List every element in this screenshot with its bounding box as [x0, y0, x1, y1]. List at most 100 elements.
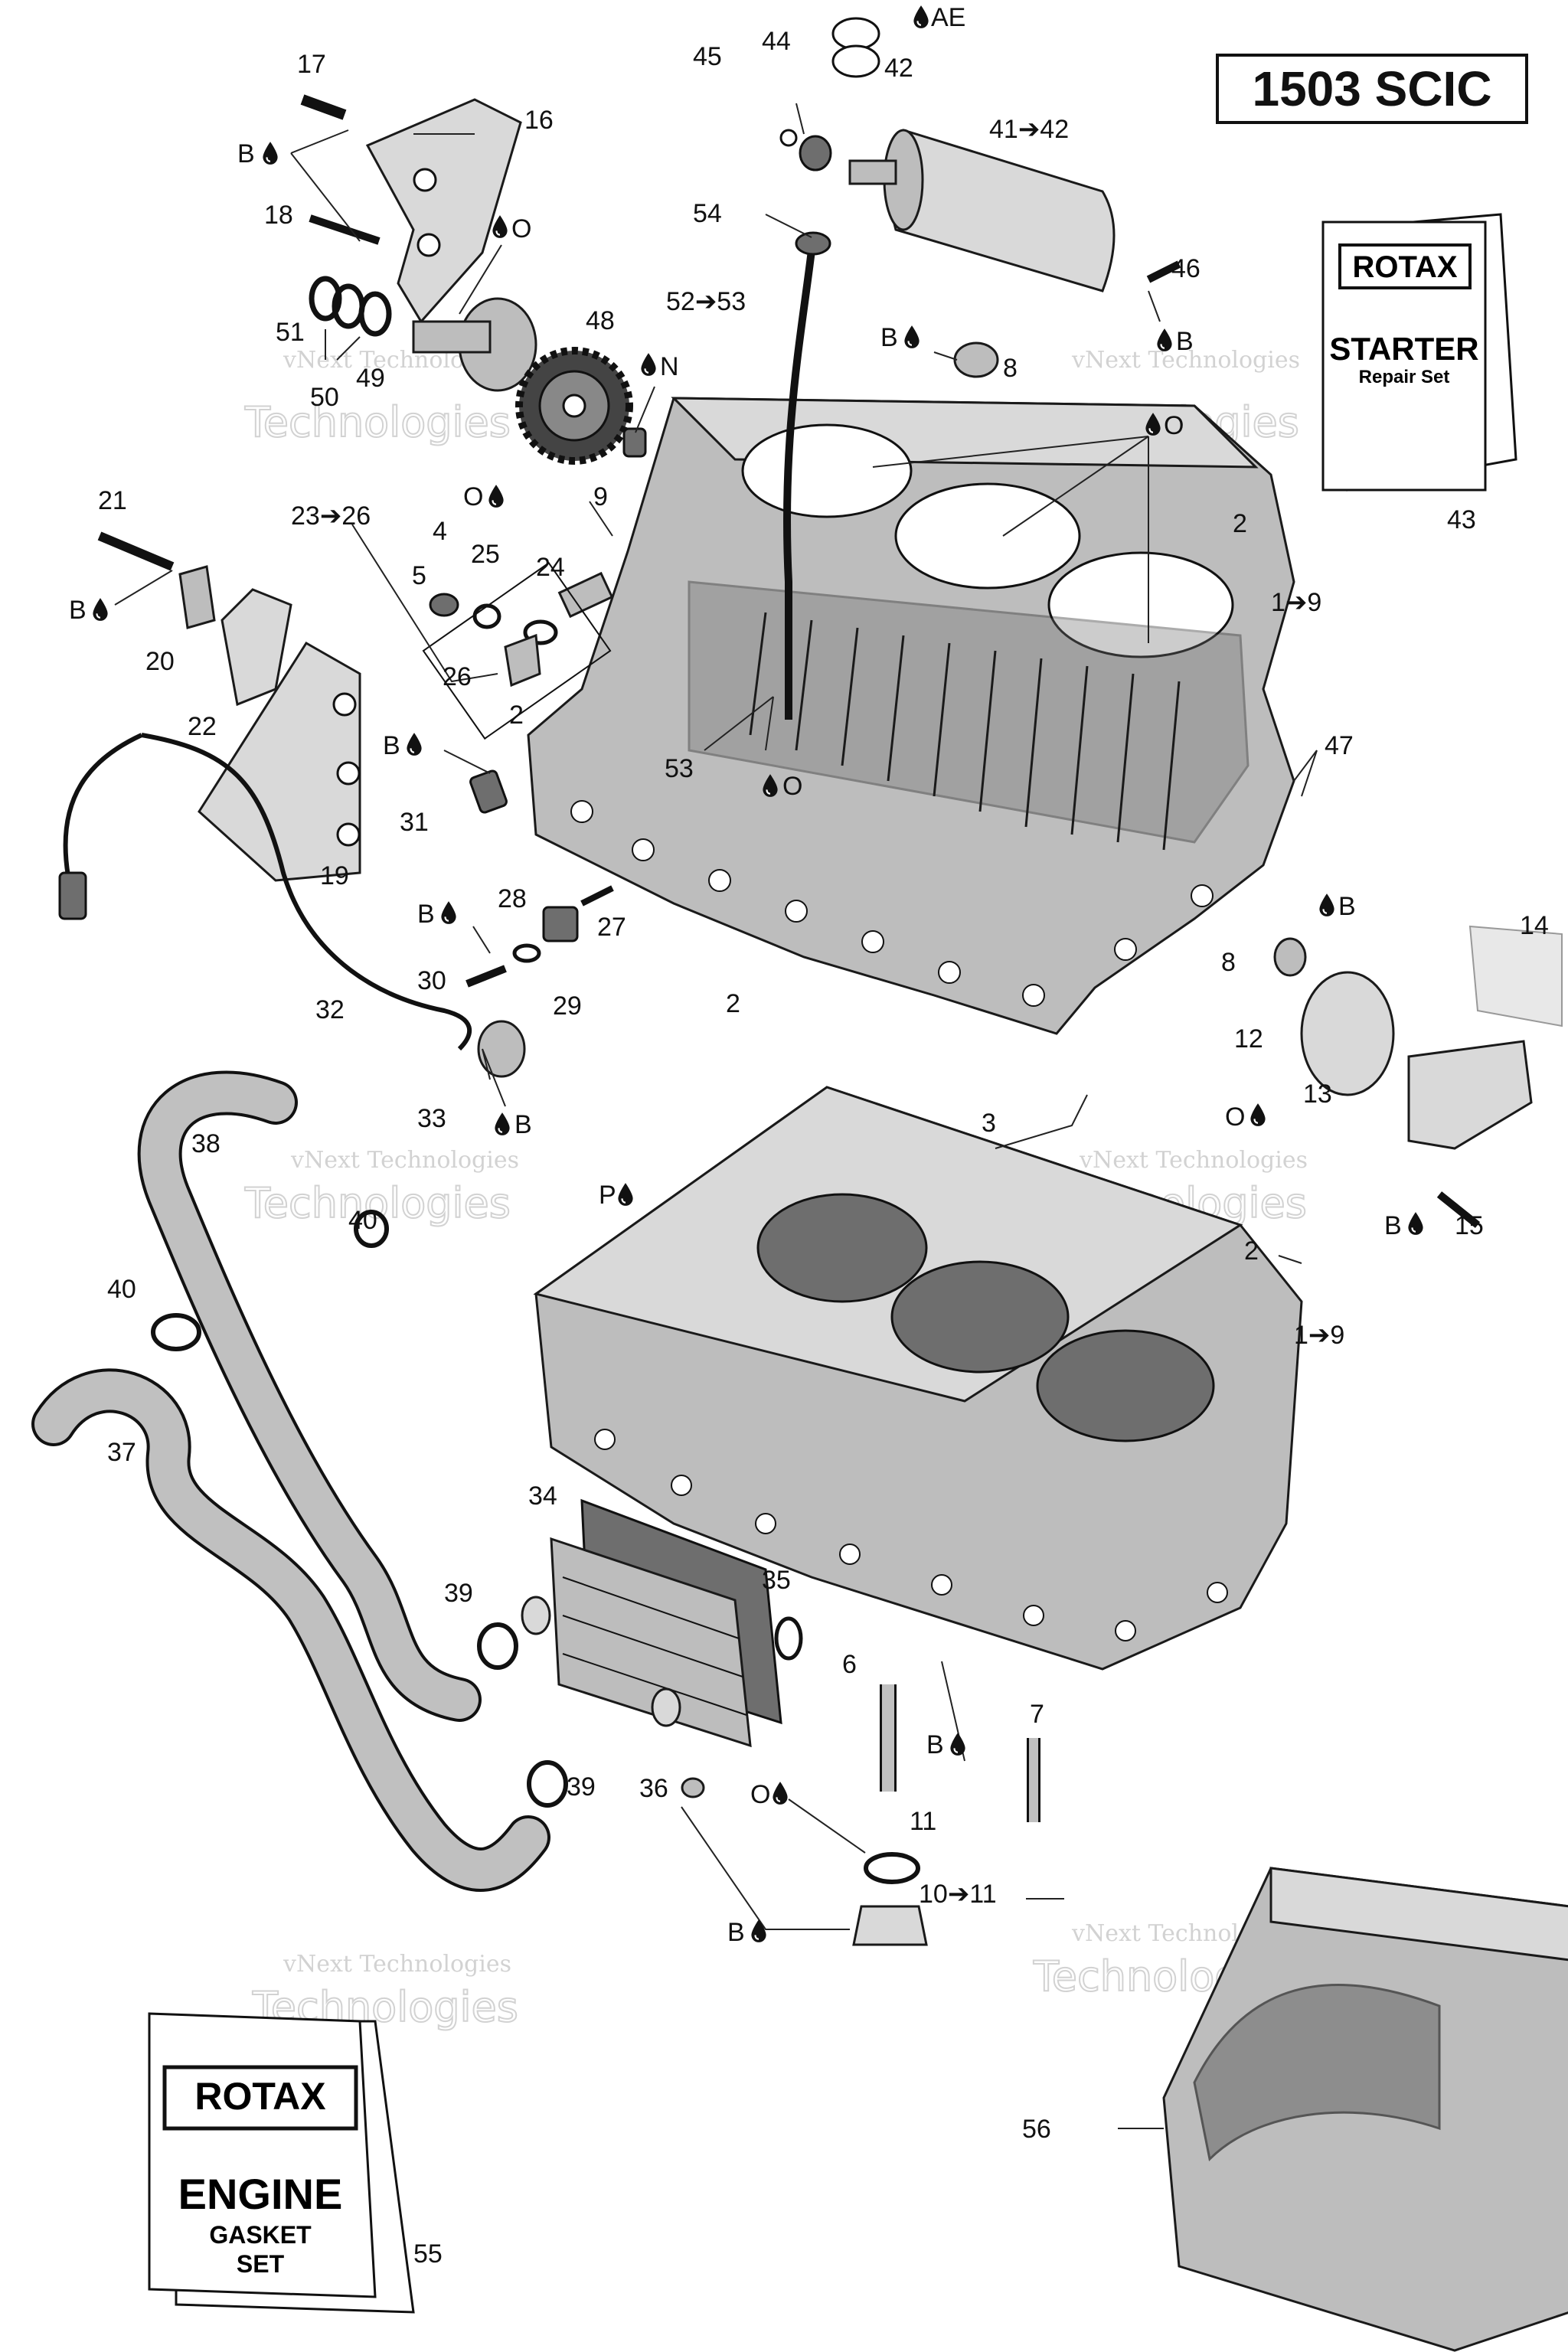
- callout-label: 14: [1520, 911, 1549, 940]
- dipstick-tube: [782, 237, 817, 720]
- lubricant-tag: B: [880, 323, 898, 352]
- drop-icon: [92, 597, 109, 622]
- bolt-21: [97, 531, 175, 571]
- callout-label: 55: [413, 2239, 443, 2269]
- watermark-text: vNext Technologies: [290, 1147, 519, 1174]
- callout-label: 5: [412, 561, 426, 590]
- callout-label: 9: [593, 482, 608, 511]
- callout-label: 18: [264, 201, 293, 230]
- bracket-20: [178, 565, 216, 629]
- callout-label: 50: [310, 383, 339, 412]
- callout-label: 29: [553, 991, 582, 1021]
- callout-label: 17: [297, 50, 326, 79]
- drop-icon: [949, 1732, 966, 1756]
- callout-label: 30: [417, 966, 446, 995]
- bracket-22: [220, 588, 292, 707]
- callout-label: 43: [1447, 505, 1476, 534]
- callout-labels: 17 16 18 51 50 49 48 45 44 42 41➔42 54 5…: [98, 27, 1549, 2269]
- connector-icon: [58, 871, 87, 920]
- parts-12-15: [1273, 925, 1563, 1228]
- bolt-46: [1146, 260, 1181, 283]
- callout-label: 10➔11: [919, 1880, 997, 1909]
- clamp-39: [477, 1622, 518, 1670]
- callout-label: 19: [320, 861, 349, 890]
- callout-label: 53: [665, 754, 694, 783]
- drop-icon: [494, 1112, 511, 1136]
- callout-label: 13: [1303, 1080, 1332, 1109]
- callout-label: 40: [348, 1206, 377, 1235]
- callout-label: 20: [145, 647, 175, 676]
- callout-label: 44: [762, 27, 791, 56]
- lubricant-tag: B: [1338, 892, 1356, 921]
- watermark-text: vNext Technologies: [283, 1951, 511, 1978]
- callout-label: 35: [762, 1566, 791, 1595]
- bolt-18: [309, 214, 381, 245]
- drop-icon: [262, 141, 279, 165]
- bracket-19: [198, 641, 361, 882]
- callout-label: 6: [842, 1650, 857, 1679]
- lubricant-tag: O: [782, 772, 802, 801]
- oil-cooler-34: [521, 1498, 782, 1748]
- lubricant-tag: B: [1176, 327, 1194, 356]
- callout-label: 8: [1221, 948, 1236, 977]
- gear-48: [515, 347, 633, 465]
- lubricant-tag: O: [750, 1780, 770, 1809]
- lubricant-tag: B: [926, 1730, 944, 1759]
- callout-label: 32: [315, 995, 345, 1024]
- callout-label: 45: [693, 42, 722, 71]
- callout-label: 11: [910, 1807, 936, 1836]
- manual-line: SET: [237, 2250, 285, 2278]
- parts-23-26: [422, 561, 614, 740]
- drop-icon: [440, 900, 457, 925]
- callout-label: 2: [726, 989, 740, 1018]
- callout-label: 24: [536, 553, 565, 582]
- callout-label: 3: [982, 1109, 996, 1138]
- lubricant-tag: O: [1225, 1102, 1245, 1132]
- lubricant-tags: AE B O N B B O O B B O B B O B P B B O: [69, 3, 1424, 1947]
- plug-10: [852, 1905, 928, 1946]
- callout-label: 27: [597, 913, 626, 942]
- model-label: 1503 SCIC: [1216, 54, 1528, 124]
- drop-icon: [492, 214, 508, 239]
- callout-label: 34: [528, 1481, 557, 1511]
- drop-icon: [1407, 1211, 1424, 1236]
- clamp-40: [151, 1313, 201, 1351]
- drop-icon: [1250, 1102, 1266, 1127]
- lubricant-tag: P: [599, 1181, 616, 1210]
- callout-label: 21: [98, 486, 127, 515]
- manual-subtitle: Repair Set: [1359, 367, 1450, 387]
- callout-label: 48: [586, 306, 615, 335]
- plug-36: [681, 1777, 705, 1798]
- lubricant-tag: B: [1384, 1211, 1402, 1240]
- callout-label: 56: [1022, 2115, 1051, 2144]
- drop-icon: [750, 1919, 767, 1943]
- seals-50-51: [309, 276, 392, 337]
- dipstick-cap: [795, 231, 831, 256]
- upper-crankcase: [527, 397, 1295, 1035]
- bolt-17: [300, 94, 347, 120]
- callout-label: 33: [417, 1104, 446, 1133]
- callout-label: 39: [444, 1579, 473, 1608]
- clamp-40: [354, 1210, 389, 1248]
- watermark-text: Technologies: [244, 398, 511, 446]
- watermark-text: vNext Technologies: [1079, 1147, 1308, 1174]
- drop-icon: [488, 484, 505, 508]
- starter-motor: [779, 17, 1116, 292]
- lower-crankcase: [533, 1086, 1303, 1671]
- callout-label: 8: [1003, 354, 1018, 383]
- callout-label: 2: [509, 701, 524, 730]
- callout-label: 54: [693, 199, 722, 228]
- callout-label: 26: [443, 662, 472, 691]
- drop-icon: [640, 352, 657, 377]
- manual-title: STARTER: [1329, 331, 1478, 367]
- callout-label: 1➔9: [1294, 1321, 1344, 1350]
- callout-label: 37: [107, 1438, 136, 1467]
- lubricant-tag: B: [514, 1110, 532, 1139]
- drop-icon: [406, 732, 423, 756]
- drop-icon: [772, 1781, 789, 1805]
- callout-label: 15: [1455, 1211, 1484, 1240]
- callout-label: 2: [1244, 1236, 1259, 1266]
- leader-lines: [114, 103, 1318, 2129]
- manual-brand: ROTAX: [1352, 250, 1457, 284]
- parts-27-31: [466, 769, 614, 988]
